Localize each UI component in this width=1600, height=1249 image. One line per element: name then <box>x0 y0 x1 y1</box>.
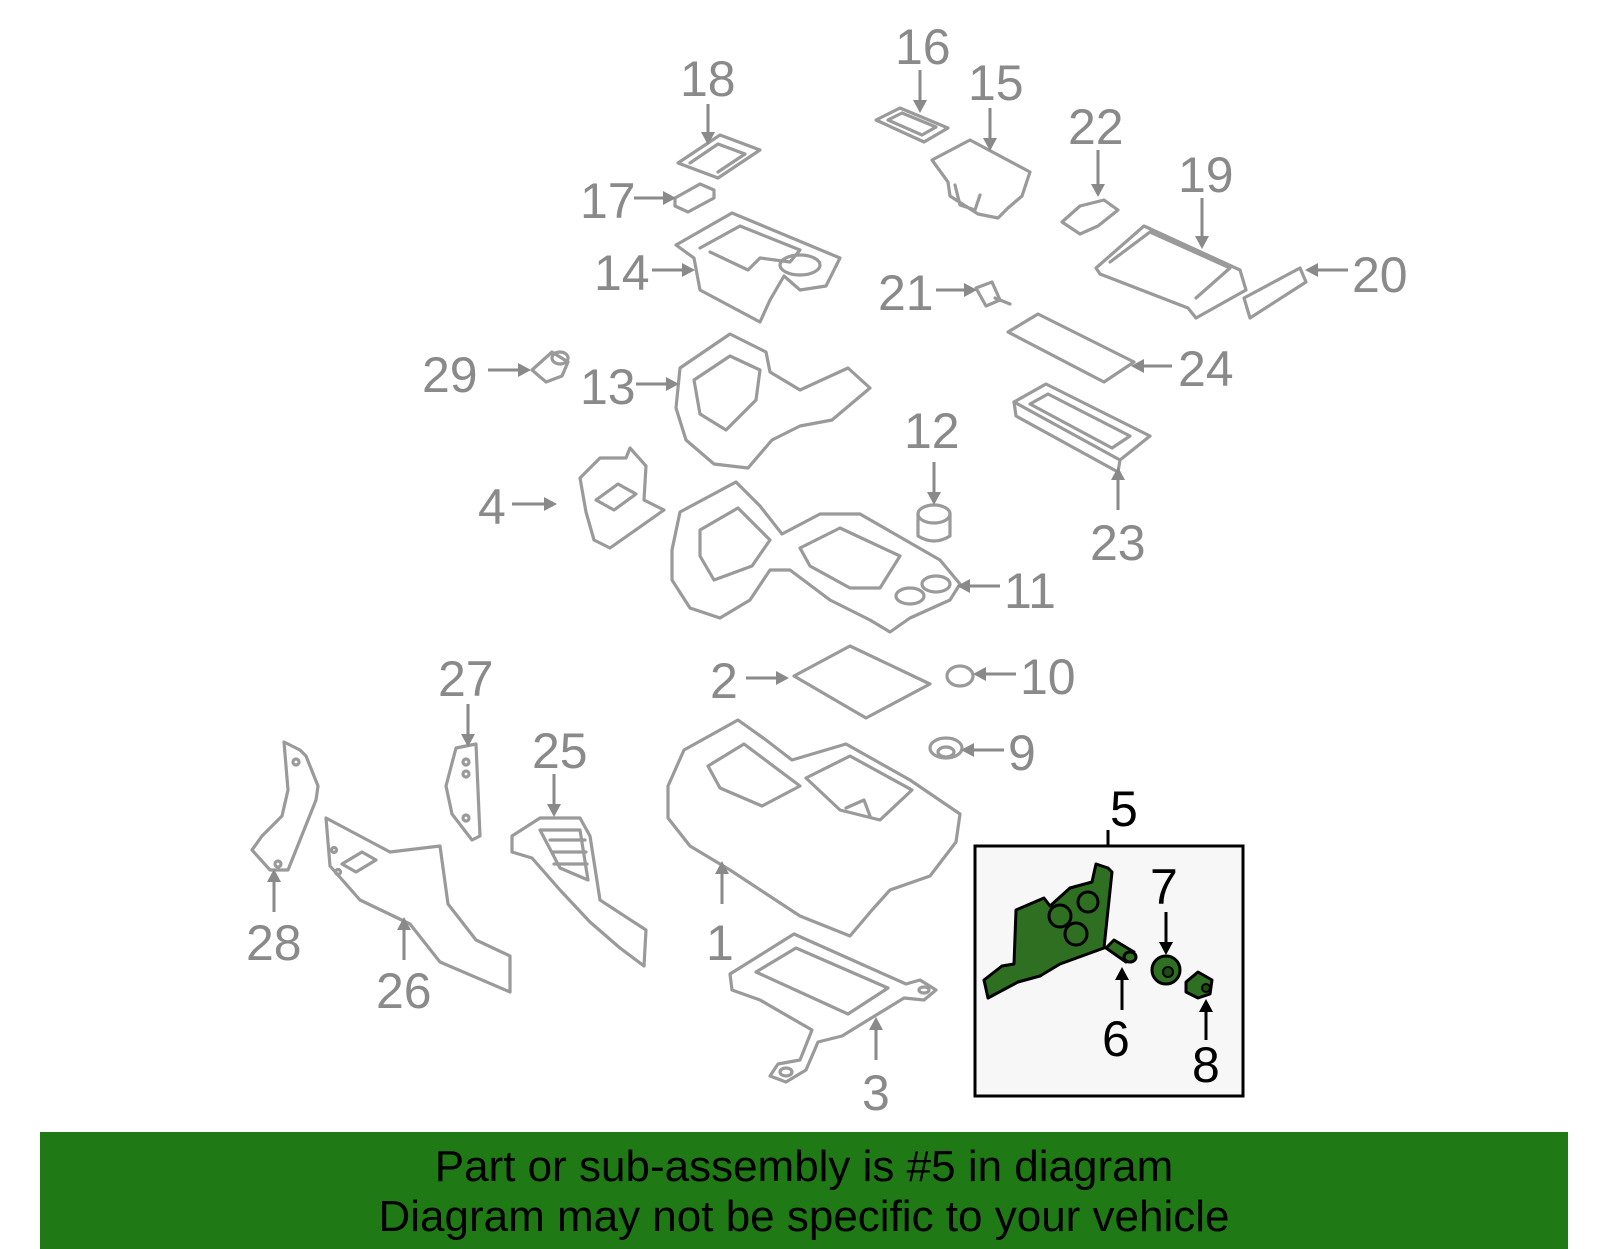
arrow-18 <box>701 104 715 145</box>
part-1-shape <box>666 718 962 938</box>
arrow-6 <box>1115 967 1129 1010</box>
callout-1[interactable]: 1 <box>706 915 734 971</box>
info-banner: Part or sub-assembly is #5 in diagram Di… <box>40 1132 1568 1249</box>
part-24-shape <box>1006 312 1136 384</box>
part-29-shape <box>530 350 570 384</box>
callout-4[interactable]: 4 <box>478 479 506 535</box>
part-25-shape <box>510 816 648 968</box>
callout-6[interactable]: 6 <box>1102 1011 1130 1067</box>
part-8-shape[interactable] <box>1184 970 1214 1000</box>
callout-11[interactable]: 11 <box>1004 563 1056 619</box>
part-5-shape[interactable] <box>982 862 1114 1000</box>
callout-10[interactable]: 10 <box>1020 649 1076 705</box>
arrow-10 <box>973 667 1016 681</box>
arrow-3 <box>869 1017 883 1060</box>
part-22-shape <box>1060 198 1120 236</box>
callout-12[interactable]: 12 <box>904 403 960 459</box>
arrow-20 <box>1305 263 1348 277</box>
callout-18[interactable]: 18 <box>680 51 736 107</box>
callout-13[interactable]: 13 <box>580 359 636 415</box>
callout-2[interactable]: 2 <box>710 653 738 709</box>
part-26-shape <box>324 816 512 994</box>
arrow-22 <box>1091 150 1105 197</box>
callout-23[interactable]: 23 <box>1090 515 1146 571</box>
arrow-25 <box>547 774 561 817</box>
arrow-23 <box>1111 467 1125 510</box>
part-3-shape <box>728 932 938 1084</box>
arrow-12 <box>927 462 941 505</box>
arrow-21 <box>936 283 977 297</box>
callout-24[interactable]: 24 <box>1178 341 1234 397</box>
part-18-shape <box>676 133 762 180</box>
arrow-9 <box>961 743 1004 757</box>
part-28-shape <box>250 740 320 872</box>
part-9-shape <box>928 736 964 760</box>
arrow-4 <box>512 497 557 511</box>
arrow-27 <box>461 704 475 747</box>
arrow-8 <box>1199 999 1213 1040</box>
part-15-shape <box>930 138 1032 220</box>
part-13-shape <box>674 332 872 470</box>
arrow-2 <box>746 671 789 685</box>
callout-21[interactable]: 21 <box>878 265 934 321</box>
arrow-17 <box>634 191 676 205</box>
part-19-shape <box>1094 224 1248 320</box>
arrow-19 <box>1195 198 1209 249</box>
part-7-shape[interactable] <box>1150 954 1182 986</box>
arrow-26 <box>397 917 411 960</box>
callout-15[interactable]: 15 <box>968 55 1024 111</box>
part-12-shape <box>916 503 952 543</box>
callout-29[interactable]: 29 <box>422 347 478 403</box>
callout-14[interactable]: 14 <box>594 245 650 301</box>
callout-8[interactable]: 8 <box>1192 1037 1220 1093</box>
part-11-shape <box>670 480 962 634</box>
arrow-16 <box>913 70 927 113</box>
part-20-shape <box>1242 266 1308 320</box>
callout-16[interactable]: 16 <box>895 19 951 75</box>
arrow-13 <box>636 377 679 391</box>
arrow-24 <box>1131 359 1172 373</box>
part-23-shape <box>1012 382 1152 474</box>
part-14-shape <box>674 211 842 324</box>
banner-line-1: Part or sub-assembly is #5 in diagram <box>434 1142 1174 1191</box>
part-21-shape <box>974 280 1012 308</box>
callout-28[interactable]: 28 <box>246 915 302 971</box>
callout-5[interactable]: 5 <box>1110 781 1138 837</box>
callout-7[interactable]: 7 <box>1150 859 1178 915</box>
arrow-7 <box>1159 912 1173 955</box>
part-17-shape <box>673 182 716 214</box>
arrow-14 <box>652 263 695 277</box>
callout-25[interactable]: 25 <box>532 723 588 779</box>
callout-17[interactable]: 17 <box>580 173 636 229</box>
arrow-28 <box>267 869 281 912</box>
arrow-1 <box>715 861 729 904</box>
part-4-shape <box>578 446 666 550</box>
arrow-29 <box>488 363 531 377</box>
callout-26[interactable]: 26 <box>376 963 432 1019</box>
arrow-11 <box>957 579 1000 593</box>
callout-22[interactable]: 22 <box>1068 99 1124 155</box>
part-10-shape <box>945 664 975 688</box>
callout-3[interactable]: 3 <box>862 1065 890 1121</box>
callout-27[interactable]: 27 <box>438 651 494 707</box>
part-27-shape <box>444 742 482 842</box>
part-16-shape <box>874 106 950 144</box>
callout-19[interactable]: 19 <box>1178 147 1234 203</box>
part-2-shape <box>792 644 932 720</box>
callout-9[interactable]: 9 <box>1008 725 1036 781</box>
arrow-15 <box>983 108 997 151</box>
part-6-shape[interactable] <box>1104 938 1138 964</box>
banner-line-2: Diagram may not be specific to your vehi… <box>378 1192 1230 1241</box>
callout-20[interactable]: 20 <box>1352 247 1408 303</box>
